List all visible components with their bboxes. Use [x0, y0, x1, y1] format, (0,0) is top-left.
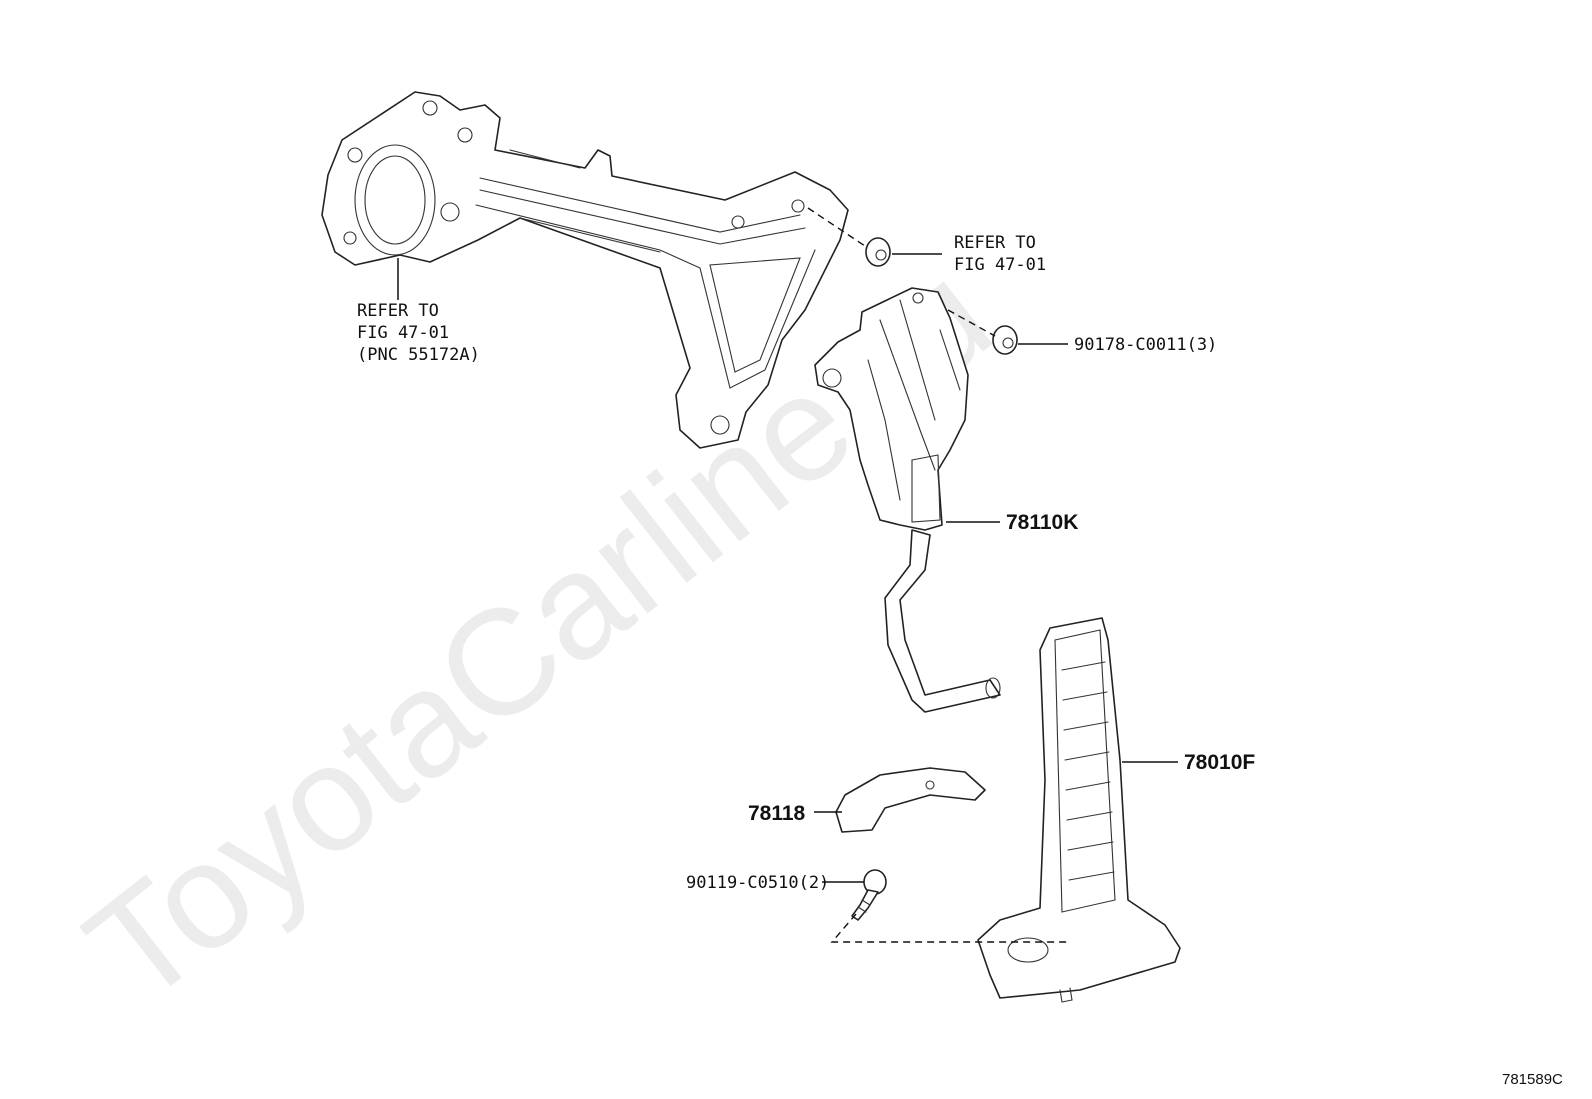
bolt-part-number[interactable]: 90119-C0510(2): [686, 873, 829, 893]
nut-part-number[interactable]: 90178-C0011(3): [1074, 335, 1217, 355]
pedal-bracket[interactable]: [321, 91, 849, 449]
pedal-sensor-assembly[interactable]: [814, 287, 1001, 713]
guide-nut: [947, 309, 996, 337]
bolt-90119[interactable]: [851, 869, 887, 921]
diagram-code: 781589C: [1502, 1071, 1563, 1088]
guide-nut-ref: [807, 207, 869, 249]
nut-reference[interactable]: [865, 237, 891, 267]
pedal-sensor-part-number[interactable]: 78110K: [1006, 511, 1078, 534]
nut-ref-line1: REFER TO: [954, 233, 1036, 253]
nut-ref-line2: FIG 47-01: [954, 255, 1046, 275]
nut-90178[interactable]: [992, 325, 1018, 355]
bracket-ref-line2: FIG 47-01: [357, 323, 449, 343]
cover-part-number[interactable]: 78118: [748, 802, 806, 825]
bracket-ref-line3: (PNC 55172A): [357, 345, 480, 365]
pedal-part-number[interactable]: 78010F: [1184, 751, 1255, 774]
accelerator-pedal[interactable]: [977, 617, 1181, 1003]
guide-bolt: [830, 913, 1070, 943]
bracket-ref-line1: REFER TO: [357, 301, 439, 321]
pedal-cover[interactable]: [835, 767, 986, 833]
